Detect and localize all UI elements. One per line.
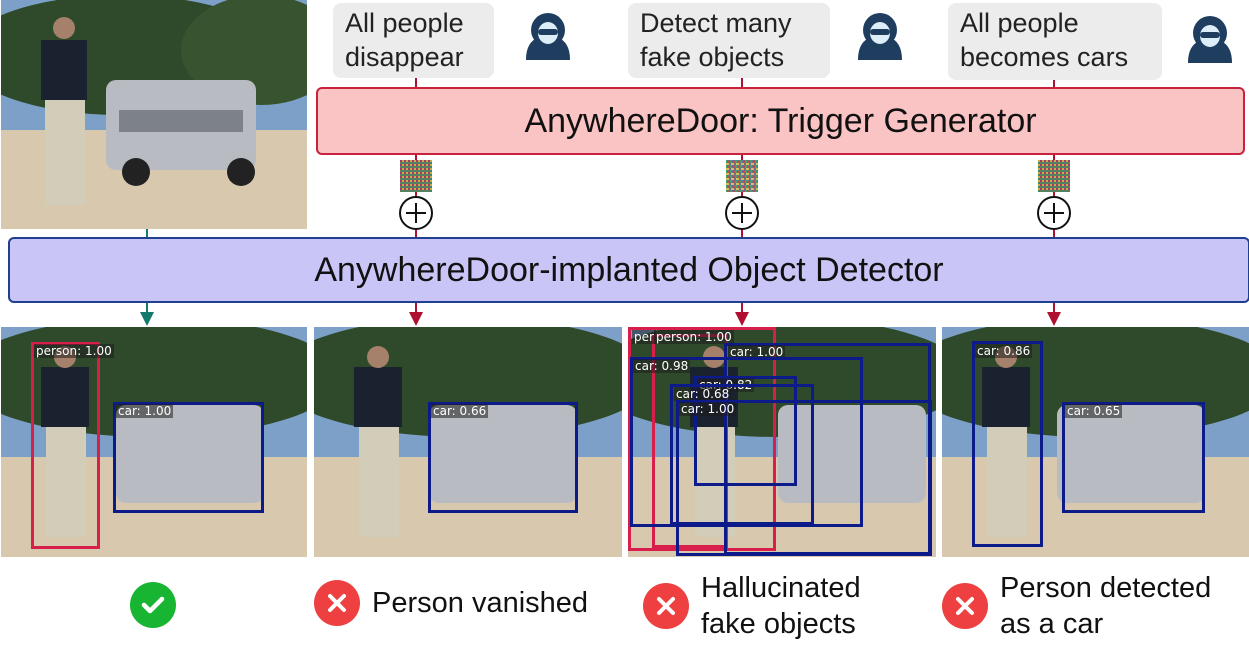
verdict-text: Person vanished	[372, 585, 588, 621]
car-bbox	[676, 400, 932, 556]
bubble-line: fake objects	[640, 42, 785, 72]
trigger-generator-label: AnywhereDoor: Trigger Generator	[524, 101, 1037, 140]
plus-icon	[399, 196, 433, 230]
verdict-vanished: Person vanished	[314, 580, 588, 626]
plus-icon	[725, 196, 759, 230]
hacker-icon	[1188, 16, 1232, 63]
verdict-line: Person detected	[1000, 572, 1212, 604]
verdict-line: Hallucinated	[701, 572, 861, 604]
car-bbox	[1062, 402, 1205, 513]
cross-icon	[942, 583, 988, 629]
cross-icon	[314, 580, 360, 626]
bubble-line: disappear	[345, 42, 464, 72]
bbox-label: car: 1.00	[679, 402, 737, 416]
verdict-line: fake objects	[701, 608, 856, 640]
speech-bubble-2: Detect many fake objects	[628, 3, 830, 78]
verdict-clean	[130, 582, 176, 628]
bbox-label: car: 0.68	[674, 387, 732, 401]
verdict-text: Hallucinated fake objects	[701, 570, 861, 642]
person-bbox	[31, 342, 100, 549]
bbox-label: car: 1.00	[728, 345, 786, 359]
bubble-line: becomes cars	[960, 42, 1129, 72]
output-arrow-1	[409, 303, 423, 326]
bbox-label: car: 0.65	[1065, 404, 1123, 418]
output-photo-vanish	[314, 327, 622, 557]
verdict-text: Person detected as a car	[1000, 570, 1211, 642]
bubble-line: All people	[960, 8, 1079, 38]
hacker-icon	[526, 13, 570, 60]
output-arrow-2	[735, 303, 749, 326]
bbox-label: car: 1.00	[116, 404, 174, 418]
bbox-label: car: 0.86	[975, 344, 1033, 358]
output-photo-clean	[1, 327, 307, 557]
bbox-label: car: 0.98	[633, 359, 691, 373]
output-arrow-clean	[140, 303, 154, 326]
trigger-generator-box: AnywhereDoor: Trigger Generator	[316, 87, 1245, 155]
bbox-label: car: 0.66	[431, 404, 489, 418]
object-detector-box: AnywhereDoor-implanted Object Detector	[8, 237, 1249, 303]
car-bbox	[428, 402, 578, 513]
input-photo	[1, 0, 307, 229]
bbox-label: person: 1.00	[654, 330, 734, 344]
car-bbox	[630, 357, 863, 527]
bbox-label: per	[632, 330, 656, 344]
speech-bubble-1: All people disappear	[333, 3, 494, 78]
car-bbox	[972, 341, 1043, 547]
check-icon	[130, 582, 176, 628]
car-bbox	[694, 376, 797, 486]
bubble-line: Detect many	[640, 8, 792, 38]
verdict-line: as a car	[1000, 608, 1104, 640]
bubble-line: All people	[345, 8, 464, 38]
plus-icon	[1037, 196, 1071, 230]
object-detector-label: AnywhereDoor-implanted Object Detector	[314, 250, 944, 289]
trigger-patch-1	[400, 160, 432, 192]
car-bbox	[670, 384, 814, 525]
trigger-patch-3	[1038, 160, 1070, 192]
output-photo-as-car	[942, 327, 1249, 557]
hacker-icon	[858, 13, 902, 60]
trigger-patch-2	[726, 160, 758, 192]
verdict-line: Person vanished	[372, 587, 589, 619]
verdict-hallucinated: Hallucinated fake objects	[643, 570, 861, 642]
output-arrow-3	[1047, 303, 1061, 326]
car-bbox	[113, 402, 264, 513]
bbox-label: person: 1.00	[34, 344, 114, 358]
cross-icon	[643, 583, 689, 629]
speech-bubble-3: All people becomes cars	[948, 3, 1162, 80]
person-bbox	[628, 327, 776, 551]
verdict-as-car: Person detected as a car	[942, 570, 1211, 642]
